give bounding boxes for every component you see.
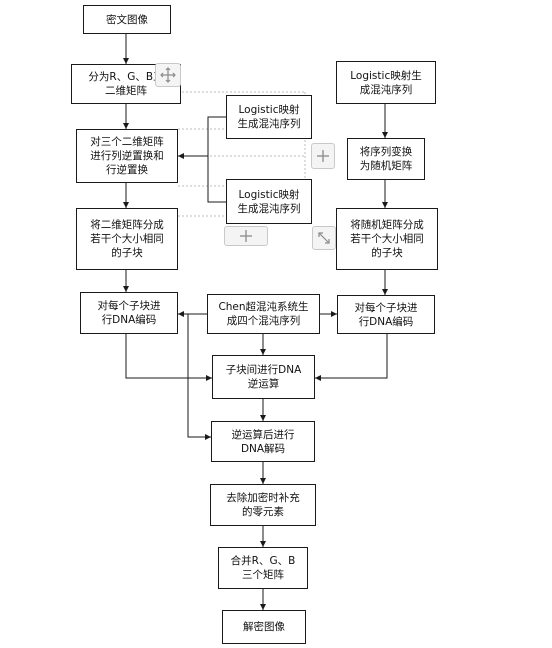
node-split-blocks-left[interactable]: 将二维矩阵分成 若干个大小相同 的子块 xyxy=(76,208,178,270)
add-node-right-icon[interactable] xyxy=(311,143,335,169)
node-label: Logistic映射生 成混沌序列 xyxy=(350,69,422,96)
node-label: 合并R、G、B 三个矩阵 xyxy=(230,555,296,581)
node-inverse-op[interactable]: 子块间进行DNA 逆运算 xyxy=(212,355,315,399)
node-label: 将序列变换 为随机矩阵 xyxy=(359,146,413,172)
add-node-below-icon[interactable] xyxy=(224,226,268,246)
node-dna-encode-left[interactable]: 对每个子块进 行DNA编码 xyxy=(80,292,178,334)
node-label: Chen超混沌系统生 成四个混沌序列 xyxy=(218,301,309,327)
node-logistic-right[interactable]: Logistic映射生 成混沌序列 xyxy=(336,61,436,104)
diagonal-resize-icon xyxy=(318,232,330,244)
node-chen-system[interactable]: Chen超混沌系统生 成四个混沌序列 xyxy=(207,294,320,334)
node-label: 对每个子块进 行DNA编码 xyxy=(354,301,418,328)
node-label: 密文图像 xyxy=(106,13,148,26)
node-remove-zeros[interactable]: 去除加密时补充 的零元素 xyxy=(210,484,316,526)
node-label: 对三个二维矩阵 进行列逆置换和 行逆置换 xyxy=(90,136,164,176)
plus-icon xyxy=(240,230,252,242)
node-to-random-matrix[interactable]: 将序列变换 为随机矩阵 xyxy=(347,138,425,180)
node-label: 将二维矩阵分成 若干个大小相同 的子块 xyxy=(90,219,164,259)
node-dna-encode-right[interactable]: 对每个子块进 行DNA编码 xyxy=(337,295,435,334)
move-handle-icon[interactable] xyxy=(155,63,181,87)
node-dna-decode[interactable]: 逆运算后进行 DNA解码 xyxy=(211,421,315,462)
node-label: 去除加密时补充 的零元素 xyxy=(226,492,300,518)
node-logistic-left-1[interactable]: Logistic映射 生成混沌序列 xyxy=(226,95,312,139)
node-cipher-image[interactable]: 密文图像 xyxy=(83,5,171,34)
resize-handle-icon[interactable] xyxy=(312,226,336,250)
node-label: 子块间进行DNA 逆运算 xyxy=(225,364,302,390)
node-split-blocks-right[interactable]: 将随机矩阵分成 若干个大小相同 的子块 xyxy=(336,208,438,270)
node-label: 逆运算后进行 DNA解码 xyxy=(231,428,295,455)
node-label: 将随机矩阵分成 若干个大小相同 的子块 xyxy=(350,219,424,259)
node-label: 对每个子块进 行DNA编码 xyxy=(97,300,161,326)
flow-arrows xyxy=(123,34,388,610)
node-inverse-scramble[interactable]: 对三个二维矩阵 进行列逆置换和 行逆置换 xyxy=(76,129,178,183)
plus-icon xyxy=(317,150,329,162)
move-arrows-icon xyxy=(160,67,176,83)
node-logistic-left-2[interactable]: Logistic映射 生成混沌序列 xyxy=(226,179,312,224)
node-label: 解密图像 xyxy=(243,621,285,633)
node-label: Logistic映射 生成混沌序列 xyxy=(237,188,301,215)
node-decrypted-image[interactable]: 解密图像 xyxy=(222,610,306,644)
node-label: Logistic映射 生成混沌序列 xyxy=(237,104,301,130)
node-label: 分为R、G、B三 二维矩阵 xyxy=(88,71,164,97)
node-merge-rgb[interactable]: 合并R、G、B 三个矩阵 xyxy=(218,547,308,589)
